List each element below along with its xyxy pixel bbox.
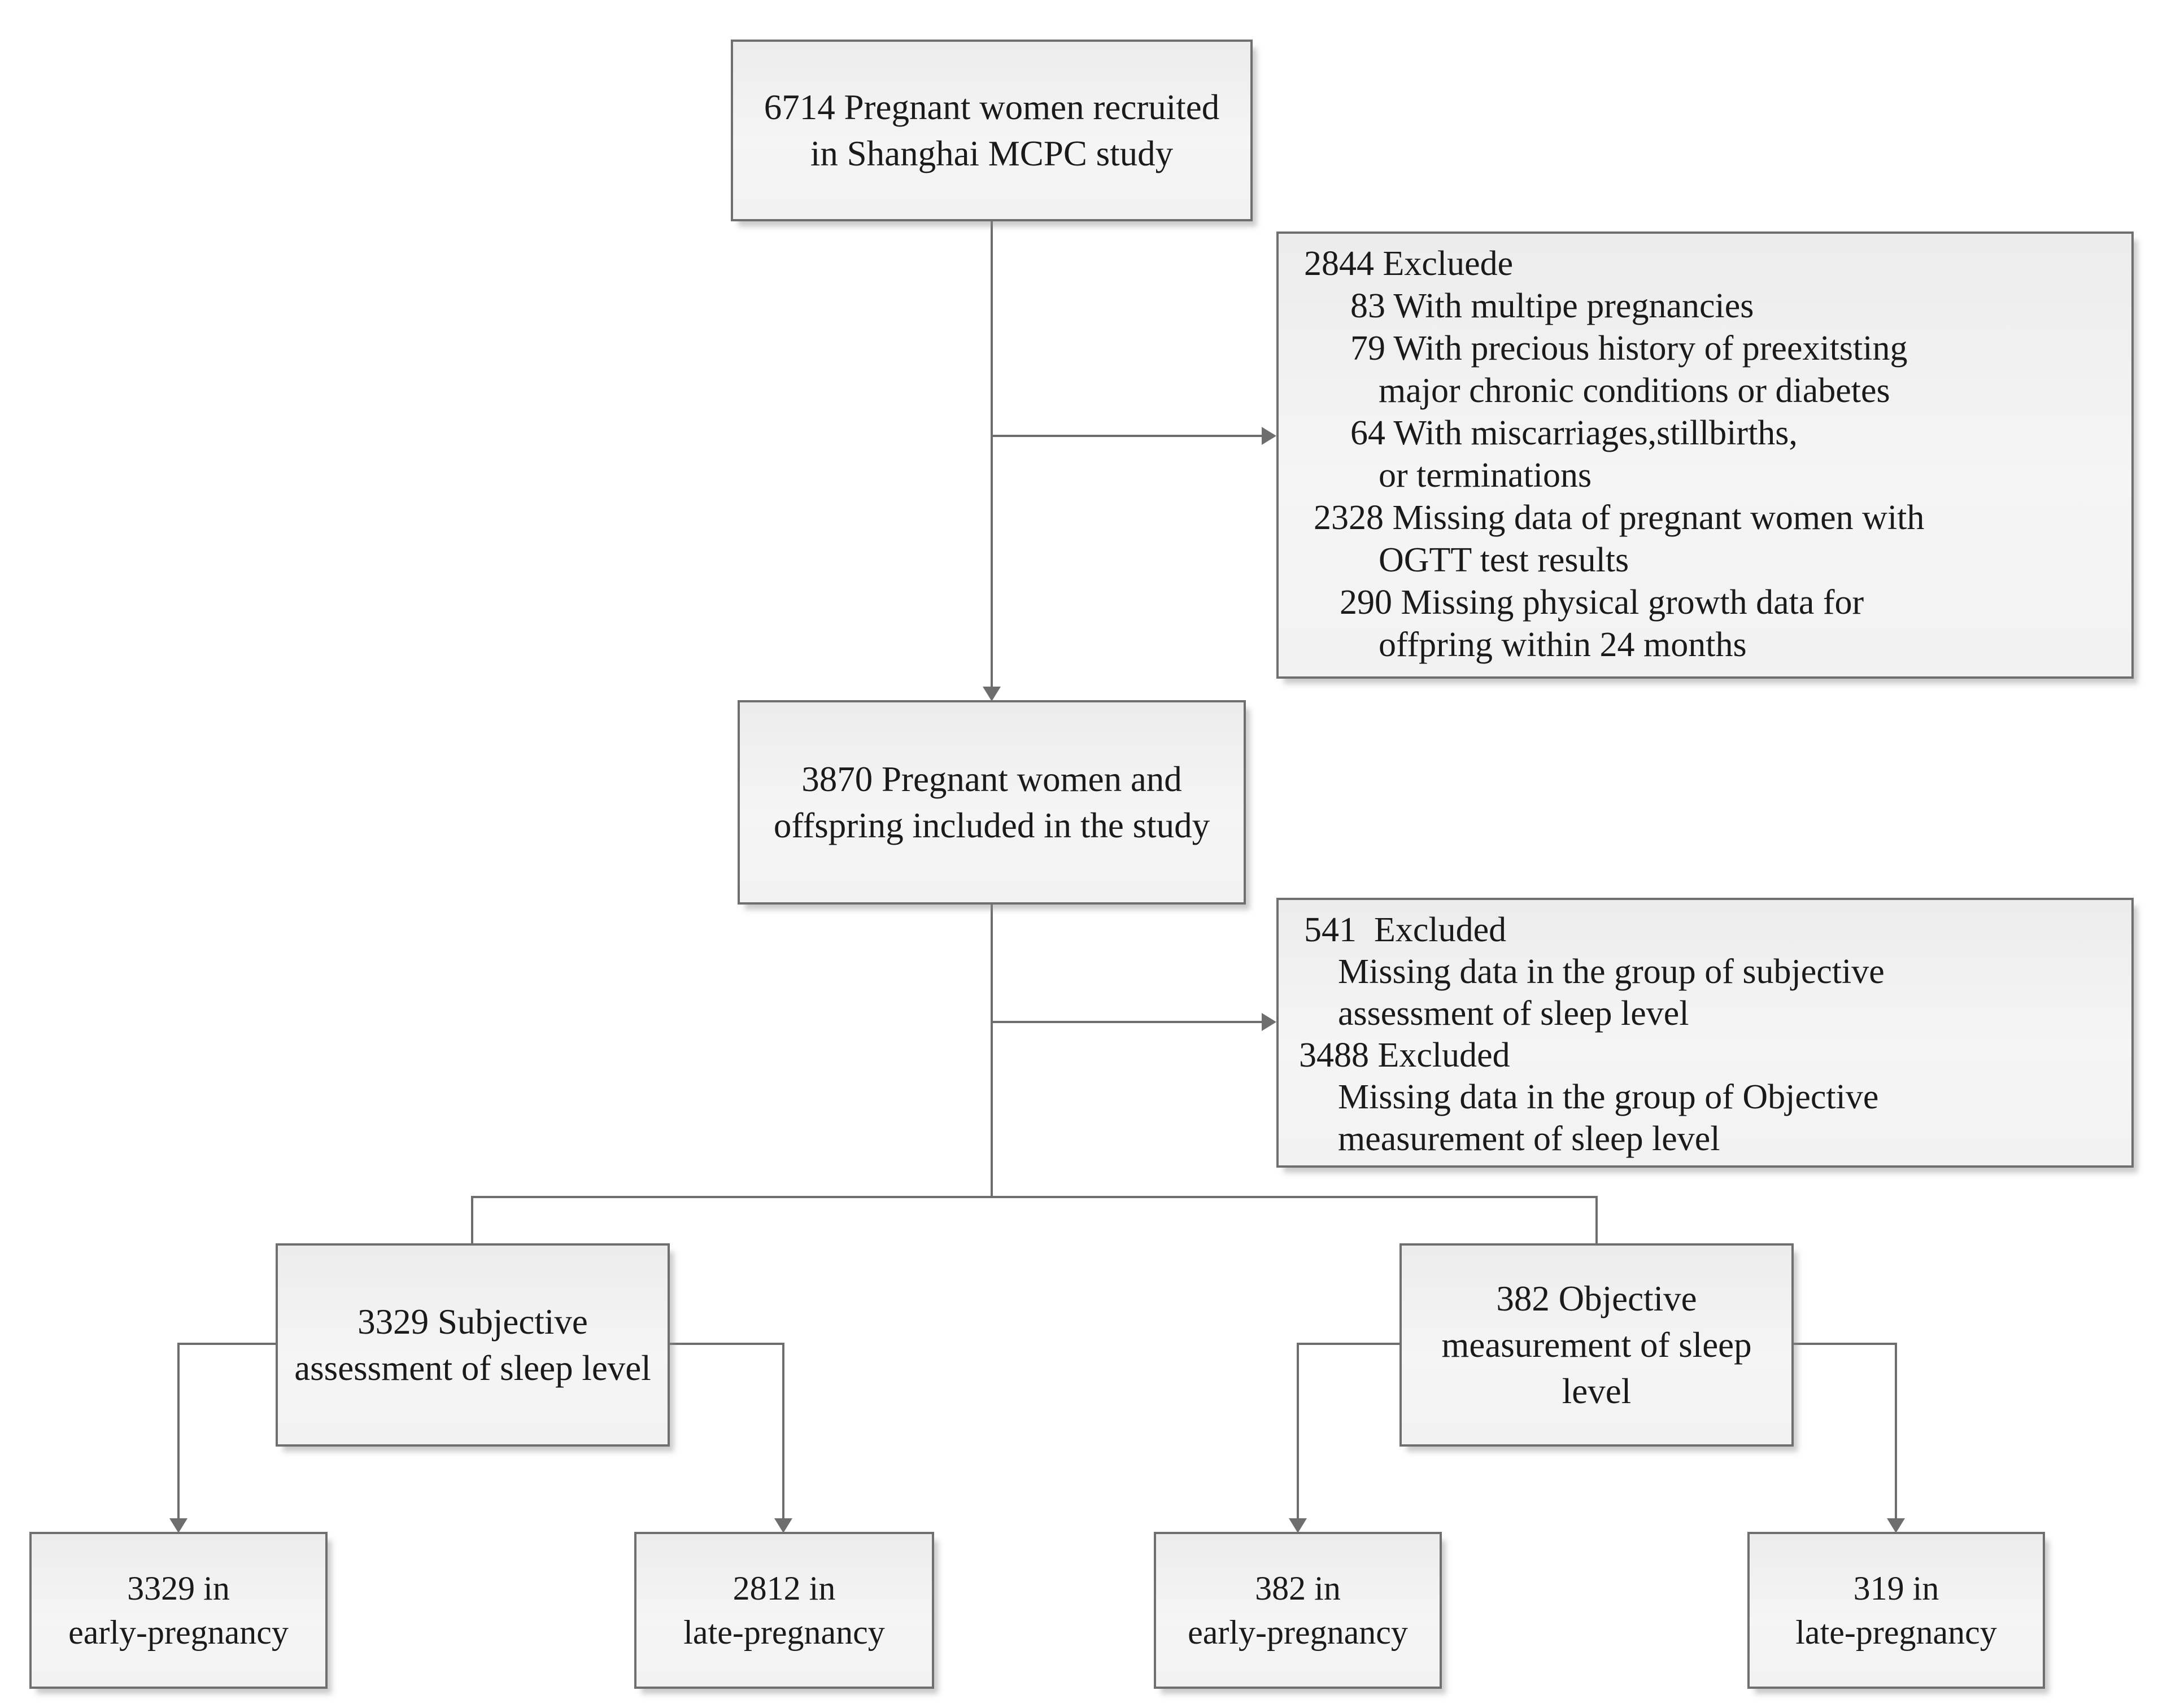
exclusion-line: or terminations [1379, 456, 1592, 495]
exclusion-line: Missing data in the group of subjective [1338, 953, 1885, 991]
node-objective-late-label: 319 in late-pregnancy [1795, 1570, 1997, 1651]
arrowhead-into-objective-early [1289, 1518, 1307, 1533]
exclusion-line: 79 With precious history of preexitsting [1350, 329, 1908, 368]
arrowhead-into-excluded-first [1262, 427, 1276, 445]
node-recruited: 6714 Pregnant women recruited in Shangha… [731, 40, 1253, 221]
connector-split-horizontal [471, 1196, 1598, 1198]
node-subjective-early: 3329 in early-pregnancy [29, 1532, 328, 1689]
node-excluded-second: 541 Excluded Missing data in the group o… [1276, 898, 2134, 1168]
node-included: 3870 Pregnant women and offspring includ… [738, 700, 1246, 905]
exclusion-line: 64 With miscarriages,stillbirths, [1350, 414, 1798, 452]
node-subjective-late-label: 2812 in late-pregnancy [683, 1570, 885, 1651]
connector-down-objective-early [1297, 1343, 1299, 1519]
arrowhead-into-excluded-second [1262, 1013, 1276, 1031]
connector-subjective-left [177, 1343, 276, 1345]
connector-included-to-split [991, 905, 993, 1198]
exclusion-line: offpring within 24 months [1379, 626, 1747, 664]
exclusion-line: measurement of sleep level [1338, 1120, 1720, 1158]
connector-objective-right [1794, 1343, 1896, 1345]
connector-subjective-right [670, 1343, 784, 1345]
node-excluded-first: 2844 Excluede 83 With multipe pregnancie… [1276, 231, 2134, 679]
exclusion-line: 3488 Excluded [1299, 1036, 1510, 1074]
exclusion-line: 83 With multipe pregnancies [1350, 287, 1754, 325]
node-included-label: 3870 Pregnant women and offspring includ… [773, 759, 1210, 845]
exclusion-line: 541 Excluded [1304, 911, 1507, 949]
node-subjective: 3329 Subjective assessment of sleep leve… [276, 1243, 670, 1447]
arrowhead-into-subjective-late [774, 1518, 792, 1533]
node-objective-late: 319 in late-pregnancy [1747, 1532, 2045, 1689]
node-recruited-label: 6714 Pregnant women recruited in Shangha… [764, 88, 1220, 173]
connector-drop-objective [1595, 1196, 1598, 1244]
connector-down-subjective-early [177, 1343, 180, 1519]
node-subjective-late: 2812 in late-pregnancy [634, 1532, 934, 1689]
exclusion-line: 2328 Missing data of pregnant women with [1314, 499, 1925, 537]
node-objective: 382 Objective measurement of sleep level [1399, 1243, 1794, 1447]
node-objective-early: 382 in early-pregnancy [1154, 1532, 1442, 1689]
connector-objective-left [1297, 1343, 1399, 1345]
connector-branch-excluded-first [991, 435, 1263, 437]
exclusion-line: assessment of sleep level [1338, 994, 1689, 1033]
arrowhead-into-subjective-early [169, 1518, 188, 1533]
arrowhead-into-objective-late [1887, 1518, 1905, 1533]
connector-down-subjective-late [782, 1343, 784, 1519]
node-objective-label: 382 Objective measurement of sleep level [1441, 1279, 1752, 1411]
connector-drop-subjective [471, 1196, 473, 1244]
exclusion-line: OGTT test results [1379, 541, 1629, 579]
connector-down-objective-late [1895, 1343, 1897, 1519]
node-subjective-label: 3329 Subjective assessment of sleep leve… [294, 1302, 651, 1388]
exclusion-line: Missing data in the group of Objective [1338, 1078, 1879, 1116]
exclusion-line: major chronic conditions or diabetes [1379, 372, 1890, 410]
node-objective-early-label: 382 in early-pregnancy [1188, 1570, 1408, 1651]
exclusion-line: 2844 Excluede [1304, 244, 1514, 283]
arrowhead-into-included [983, 687, 1001, 701]
connector-recruited-to-included [991, 220, 993, 688]
exclusion-line: 290 Missing physical growth data for [1340, 583, 1864, 622]
connector-branch-excluded-second [991, 1021, 1263, 1023]
node-subjective-early-label: 3329 in early-pregnancy [68, 1570, 289, 1651]
